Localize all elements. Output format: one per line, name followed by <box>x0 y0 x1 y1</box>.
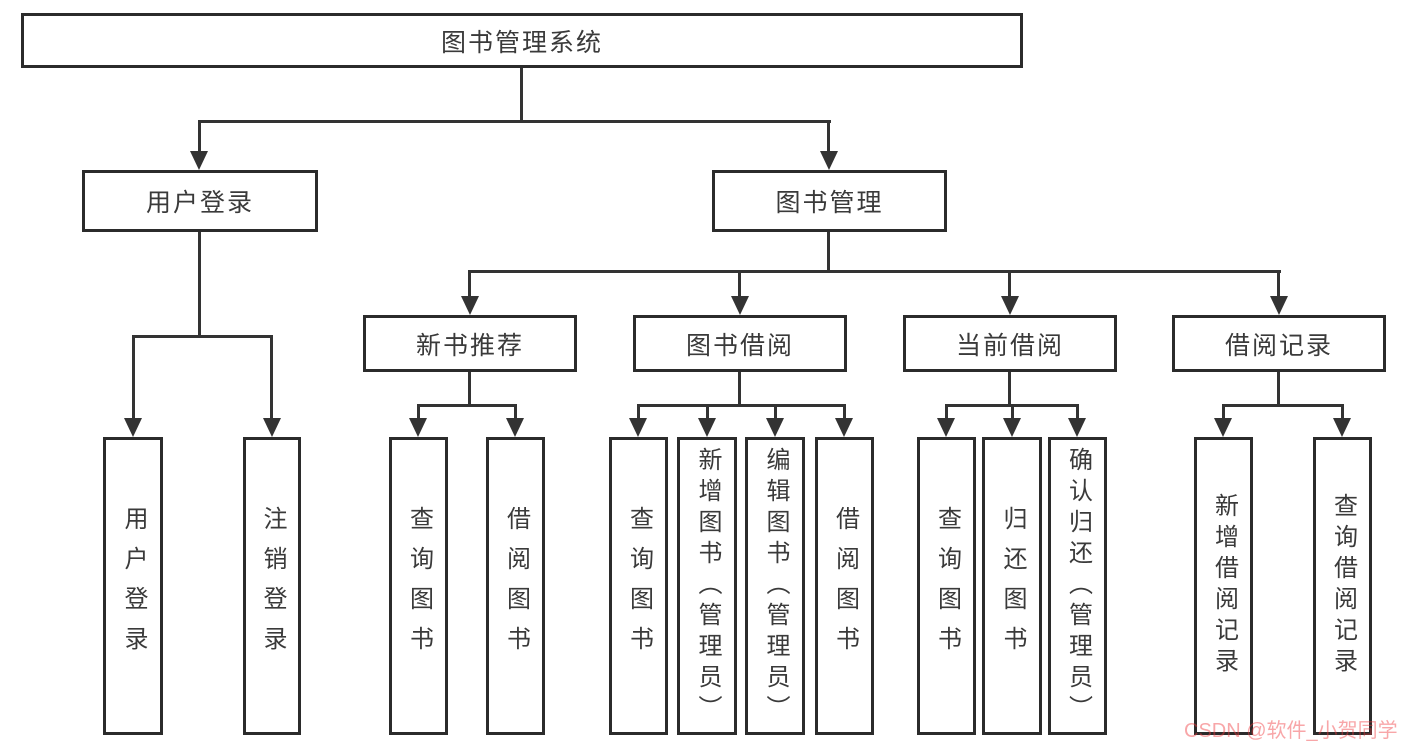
leaf-add-borrow-record-label: 新增借阅记录 <box>1210 493 1238 679</box>
arrow-down-icon <box>190 151 208 170</box>
leaf-user-login: 用户登录 <box>103 437 163 735</box>
connector-book-mgmt-stem <box>827 232 830 272</box>
leaf-query-borrow-record-label: 查询借阅记录 <box>1329 493 1357 679</box>
connector-rail <box>637 404 846 407</box>
connector-drop <box>738 270 741 298</box>
connector-drop <box>1076 404 1079 422</box>
leaf-query-books-borrowing-label: 查询图书 <box>625 506 653 666</box>
arrow-down-icon <box>1214 418 1232 437</box>
connector-drop <box>1341 404 1344 422</box>
node-new-book-recommendation: 新书推荐 <box>363 315 577 372</box>
leaf-logout: 注销登录 <box>243 437 301 735</box>
arrow-down-icon <box>1333 418 1351 437</box>
connector-stem <box>468 372 471 407</box>
arrow-down-icon <box>506 418 524 437</box>
arrow-down-icon <box>629 418 647 437</box>
leaf-query-books-recommend-label: 查询图书 <box>405 506 433 666</box>
leaf-query-borrow-record: 查询借阅记录 <box>1313 437 1372 735</box>
node-user-login-label: 用户登录 <box>145 189 254 217</box>
connector-user-login-stem <box>198 232 201 338</box>
arrow-down-icon <box>731 296 749 315</box>
leaf-add-borrow-record: 新增借阅记录 <box>1194 437 1253 735</box>
connector-drop <box>270 335 273 420</box>
leaf-query-books-current: 查询图书 <box>917 437 976 735</box>
arrow-down-icon <box>263 418 281 437</box>
node-new-book-recommendation-label: 新书推荐 <box>415 331 524 360</box>
connector-drop <box>417 404 420 422</box>
arrow-down-icon <box>835 418 853 437</box>
connector-drop <box>706 404 709 422</box>
leaf-query-books-current-label: 查询图书 <box>933 506 961 666</box>
node-root: 图书管理系统 <box>21 13 1023 68</box>
connector-drop <box>843 404 846 422</box>
arrow-down-icon <box>1003 418 1021 437</box>
connector-root-drop-right <box>827 120 830 154</box>
node-book-borrowing-label: 图书借阅 <box>685 331 794 360</box>
leaf-borrow-books-borrowing-label: 借阅图书 <box>831 506 859 666</box>
leaf-borrow-books-recommend-label: 借阅图书 <box>502 506 530 666</box>
connector-drop <box>945 404 948 422</box>
connector-drop <box>1011 404 1014 422</box>
leaf-add-book-admin-label: 新增图书（管理员） <box>694 446 721 726</box>
leaf-confirm-return-admin-label: 确认归还（管理员） <box>1064 446 1092 726</box>
leaf-logout-label: 注销登录 <box>259 506 286 666</box>
connector-drop <box>132 335 135 420</box>
connector-drop <box>514 404 517 422</box>
arrow-down-icon <box>461 296 479 315</box>
arrow-down-icon <box>820 151 838 170</box>
arrow-down-icon <box>937 418 955 437</box>
connector-drop <box>1008 270 1011 298</box>
arrow-down-icon <box>1270 296 1288 315</box>
leaf-borrow-books-borrowing: 借阅图书 <box>815 437 874 735</box>
node-book-management-label: 图书管理 <box>775 189 884 217</box>
node-root-label: 图书管理系统 <box>440 28 603 57</box>
leaf-edit-book-admin: 编辑图书（管理员） <box>745 437 805 735</box>
leaf-user-login-label: 用户登录 <box>120 506 147 666</box>
connector-drop <box>468 270 471 298</box>
connector-drop <box>1222 404 1225 422</box>
connector-stem <box>1008 372 1011 407</box>
arrow-down-icon <box>766 418 784 437</box>
connector-stem <box>1277 372 1280 407</box>
connector-root-rail <box>198 120 831 123</box>
node-book-borrowing: 图书借阅 <box>633 315 847 372</box>
leaf-return-books: 归还图书 <box>982 437 1042 735</box>
watermark: CSDN @软件_小贺同学 <box>1184 720 1398 742</box>
arrow-down-icon <box>1068 418 1086 437</box>
leaf-query-books-recommend: 查询图书 <box>389 437 448 735</box>
arrow-down-icon <box>1001 296 1019 315</box>
connector-root-drop-left <box>198 120 201 154</box>
connector-drop <box>637 404 640 422</box>
node-borrowing-records: 借阅记录 <box>1172 315 1386 372</box>
connector-user-login-rail <box>132 335 273 338</box>
arrow-down-icon <box>409 418 427 437</box>
connector-stem <box>738 372 741 407</box>
leaf-edit-book-admin-label: 编辑图书（管理员） <box>762 446 789 726</box>
leaf-return-books-label: 归还图书 <box>999 506 1026 666</box>
node-current-borrowing-label: 当前借阅 <box>955 331 1064 360</box>
connector-rail <box>1222 404 1344 407</box>
leaf-confirm-return-admin: 确认归还（管理员） <box>1048 437 1107 735</box>
leaf-query-books-borrowing: 查询图书 <box>609 437 668 735</box>
leaf-add-book-admin: 新增图书（管理员） <box>677 437 737 735</box>
leaf-borrow-books-recommend: 借阅图书 <box>486 437 545 735</box>
connector-drop <box>1277 270 1280 298</box>
connector-rail <box>417 404 517 407</box>
connector-drop <box>774 404 777 422</box>
node-current-borrowing: 当前借阅 <box>903 315 1117 372</box>
arrow-down-icon <box>698 418 716 437</box>
node-user-login: 用户登录 <box>82 170 318 232</box>
connector-book-mgmt-rail <box>469 270 1281 273</box>
connector-root-stem <box>520 68 523 123</box>
node-book-management: 图书管理 <box>712 170 947 232</box>
node-borrowing-records-label: 借阅记录 <box>1224 331 1333 360</box>
arrow-down-icon <box>124 418 142 437</box>
